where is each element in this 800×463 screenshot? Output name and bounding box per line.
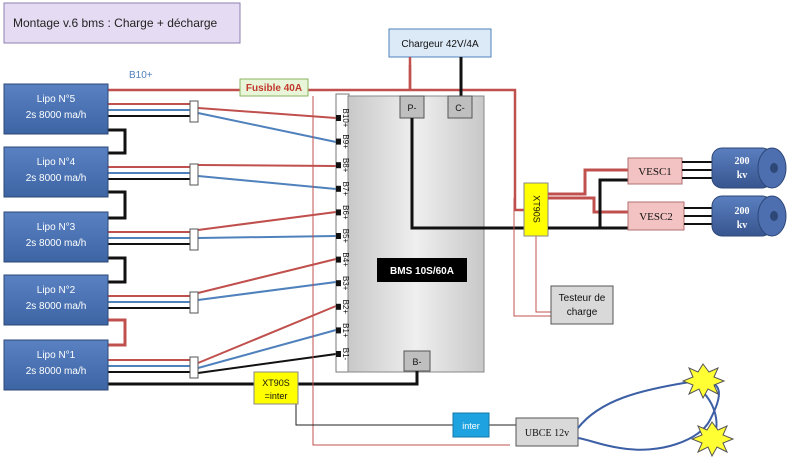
battery-name: Lipo N°5 [37,94,76,105]
balance-connector [189,291,199,314]
vesc1-label: VESC1 [638,166,672,178]
battery-spec: 2s 8000 ma/h [26,301,87,312]
bms-pin-solder [336,209,341,216]
bms-pin-solder [336,233,341,239]
battery-spec: 2s 8000 ma/h [26,110,87,121]
inter-switch-box [452,412,490,438]
battery-name: Lipo N°2 [37,285,76,296]
battery-name: Lipo N°3 [37,222,76,233]
charger-label: Chargeur 42V/4A [401,39,479,50]
bms-pins: B10+ B9+ B8+ B7+ B6+ B5+ B4+ B3+ B2+ B1+ B1- [336,109,350,361]
charger-box [388,28,492,58]
battery-5 [3,83,109,135]
bms-pin-label: B6+ [341,205,350,220]
battery-spec: 2s 8000 ma/h [26,238,87,249]
b-minus-wire [260,371,419,386]
aux-wires-dark [295,402,516,426]
p-minus-to-xt90-wire [410,118,524,230]
vesc2-label: VESC2 [639,211,673,223]
xt90s-inter-label-line1: XT90S [262,378,290,388]
light-1-icon [681,363,726,400]
fuse-label: Fusible 40A [246,83,302,94]
bms-pin-solder [336,327,341,334]
bms-b-minus-label: B- [413,357,422,367]
motor-1 [711,147,787,189]
motor-2-kv-unit: kv [737,220,748,231]
bms-pin-solder [336,351,341,357]
bms-pin-solder [336,115,341,121]
tester-label-line1: Testeur de [559,293,606,304]
vesc2-box [627,201,685,231]
battery-4 [3,146,109,198]
xt90s-inter-label-line2: =inter [265,391,288,401]
balance-connector [189,356,199,379]
bms-pin-label: B5+ [341,229,350,244]
bms-pin-solder [336,185,341,192]
bms-p-minus-label: P- [408,103,417,113]
xt90s-right-connector [523,182,549,237]
aux-wires [312,96,551,446]
battery-name: Lipo N°1 [37,350,76,361]
bms-pin-label: B9+ [341,134,350,149]
ubce-label: UBCE 12v [525,428,569,439]
motor-phase-wires [682,161,714,225]
bms-pin-solder [336,162,341,169]
motor-1-kv-unit: kv [737,170,748,181]
fuse-box [239,78,309,97]
ubce-box [515,417,579,447]
battery-spec: 2s 8000 ma/h [26,173,87,184]
battery-wiring [108,103,260,386]
balance-connector [189,100,199,123]
balance-wires [197,107,337,374]
battery-spec: 2s 8000 ma/h [26,366,87,377]
b10-label: B10+ [129,70,153,81]
bms-label: BMS 10S/60A [390,266,454,277]
tester-box [550,285,614,325]
bms-pin-label: B3+ [341,276,350,291]
inter-label: inter [462,421,480,431]
bms-pin-label: B1- [341,348,350,361]
bms-pin-solder [336,303,341,310]
title-box [3,2,241,44]
bms-pin-label: B10+ [341,109,350,128]
motor-1-kv-value: 200 [735,156,750,167]
balance-connector [189,163,199,186]
bms-pin-label: B4+ [341,252,350,267]
bms-pin-label: B8+ [341,158,350,173]
bms-board [347,95,485,373]
battery-3 [3,211,109,263]
vesc-wires [548,168,628,230]
bms-pin-solder [336,256,341,263]
bms-pin-solder [336,280,341,287]
vesc1-box [627,157,683,185]
battery-1 [3,339,109,391]
bms-label-box [377,258,467,282]
bms-c-minus-pad [447,95,473,119]
battery-2 [3,274,109,326]
bms-pin-solder [336,138,341,145]
balance-connector [189,228,199,251]
battery-name: Lipo N°4 [37,157,76,168]
bms-c-minus-label: C- [455,103,465,113]
tester-label-line2: charge [567,307,598,318]
bms-pin-label: B2+ [341,300,350,315]
lights-wire-loop [577,380,720,451]
xt90s-right-label: XT90S [532,195,542,223]
bms-pin-label: B1+ [341,323,350,338]
page-title: Montage v.6 bms : Charge + décharge [13,16,218,30]
xt90s-inter-connector [253,371,299,405]
motor-2 [711,195,787,237]
light-2-icon [690,421,735,458]
bms-pin-label: B7+ [341,182,350,197]
motor-2-kv-value: 200 [735,206,750,217]
